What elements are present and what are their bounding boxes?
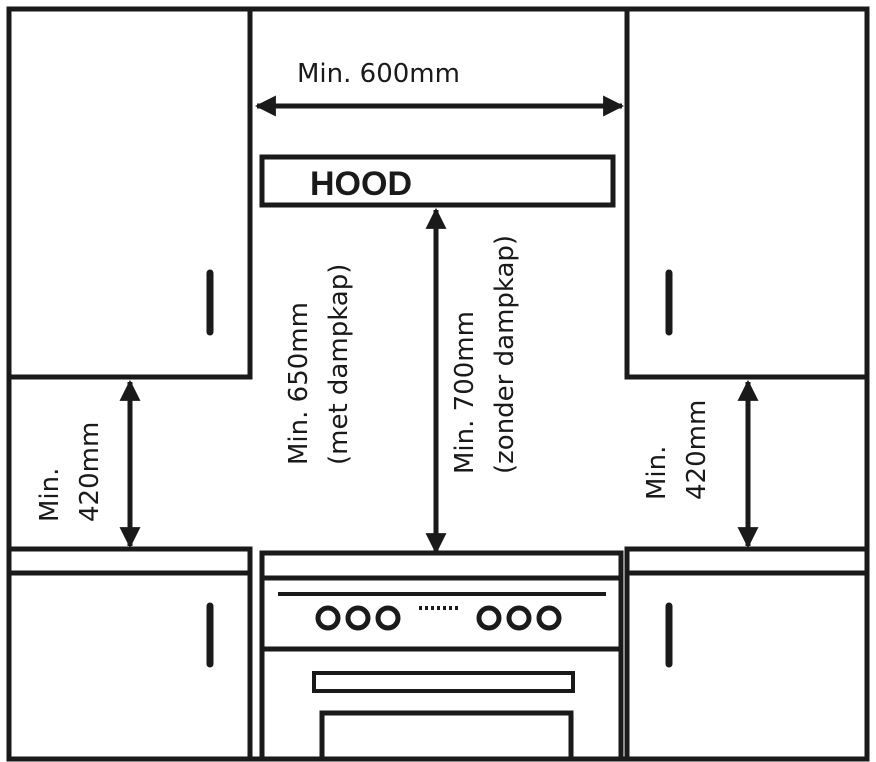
- hood-height-with-line1: Min. 650mm: [284, 302, 314, 465]
- right-clearance-label: Min. 420mm: [642, 400, 712, 500]
- knob: [345, 605, 371, 631]
- hood-box: [259, 154, 616, 208]
- knob: [536, 605, 562, 631]
- hood-height-with-label: Min. 650mm (met dampkap): [284, 264, 354, 465]
- upper-left-cabinet: [9, 6, 253, 380]
- hood-height-with-line2: (met dampkap): [324, 264, 354, 465]
- right-clearance-line2: 420mm: [682, 400, 712, 500]
- hood-label: HOOD: [310, 165, 412, 203]
- stove-knobs: [315, 605, 562, 631]
- hood-height-without-line1: Min. 700mm: [450, 311, 480, 474]
- width-label: Min. 600mm: [297, 59, 460, 89]
- lower-right-cabinet: [624, 546, 867, 759]
- stove: [259, 550, 624, 759]
- upper-right-cabinet: [624, 6, 867, 380]
- knob: [375, 605, 401, 631]
- right-clearance-line1: Min.: [642, 446, 672, 500]
- knob: [506, 605, 532, 631]
- oven-door: [319, 710, 574, 759]
- left-clearance-line2: 420mm: [75, 422, 105, 522]
- lower-left-cabinet: [9, 546, 253, 759]
- outer-frame: [6, 6, 870, 762]
- hood-height-without-label: Min. 700mm (zonder dampkap): [450, 235, 520, 474]
- left-clearance-line1: Min.: [35, 468, 65, 522]
- left-clearance-label: Min. 420mm: [35, 422, 105, 522]
- oven-handle: [312, 671, 575, 693]
- knob: [476, 605, 502, 631]
- knob: [315, 605, 341, 631]
- hood-height-without-line2: (zonder dampkap): [490, 235, 520, 474]
